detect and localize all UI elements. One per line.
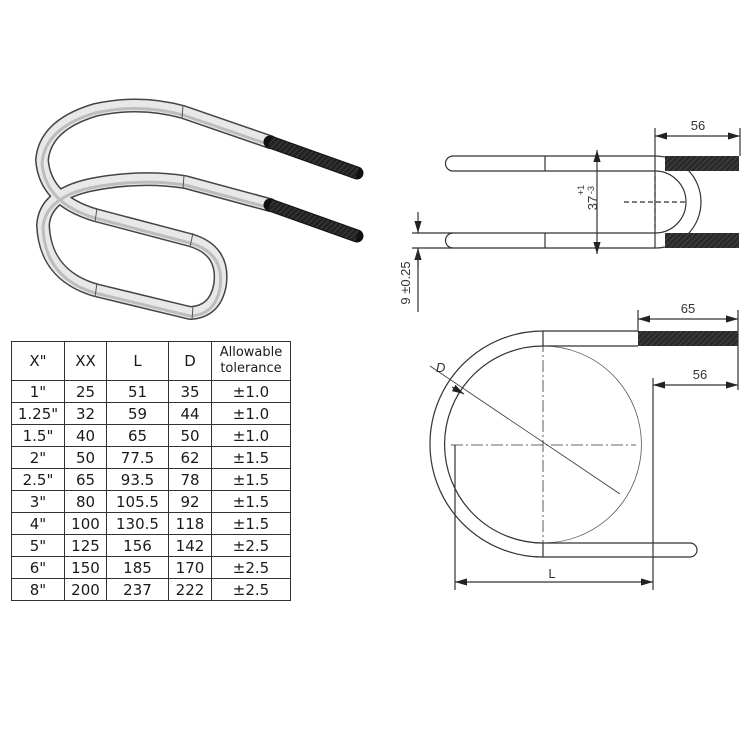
top-view-drawing [412, 128, 741, 312]
cell-tolerance: ±1.0 [211, 380, 291, 403]
cell-l: 185 [106, 556, 169, 579]
cell-tolerance: ±2.5 [211, 578, 291, 601]
cell-xx: 80 [64, 490, 107, 513]
thread-length-label: 56 [691, 118, 705, 133]
cell-l: 65 [106, 424, 169, 447]
cell-size: 1.25" [11, 402, 65, 425]
rod-diameter-label: 9 ±0.25 [398, 261, 413, 304]
cell-xx: 32 [64, 402, 107, 425]
gap-tol-plus: +1 [576, 185, 586, 195]
cell-size: 8" [11, 578, 65, 601]
short-leg-offset-label: 56 [693, 367, 707, 382]
cell-xx: 125 [64, 534, 107, 557]
cell-d: 222 [168, 578, 212, 601]
cell-d: 35 [168, 380, 212, 403]
cell-size: 2.5" [11, 468, 65, 491]
long-thread-length-label: 65 [681, 301, 695, 316]
cell-xx: 40 [64, 424, 107, 447]
cell-d: 44 [168, 402, 212, 425]
cell-l: 77.5 [106, 446, 169, 469]
cell-size: 2" [11, 446, 65, 469]
cell-tolerance: ±1.5 [211, 468, 291, 491]
cell-tolerance: ±1.5 [211, 490, 291, 513]
header-xx: XX [64, 341, 107, 381]
cell-l: 59 [106, 402, 169, 425]
cell-tolerance: ±2.5 [211, 534, 291, 557]
cell-l: 93.5 [106, 468, 169, 491]
cell-xx: 200 [64, 578, 107, 601]
length-label: L [548, 566, 555, 581]
gap-tol-minus: -3 [586, 186, 596, 194]
gap-label: 37 [585, 196, 600, 210]
cell-d: 78 [168, 468, 212, 491]
diameter-label: D [436, 360, 445, 375]
cell-size: 1.5" [11, 424, 65, 447]
side-view-drawing [429, 310, 739, 590]
cell-size: 4" [11, 512, 65, 535]
cell-tolerance: ±2.5 [211, 556, 291, 579]
cell-l: 237 [106, 578, 169, 601]
header-l: L [106, 341, 169, 381]
cell-size: 3" [11, 490, 65, 513]
